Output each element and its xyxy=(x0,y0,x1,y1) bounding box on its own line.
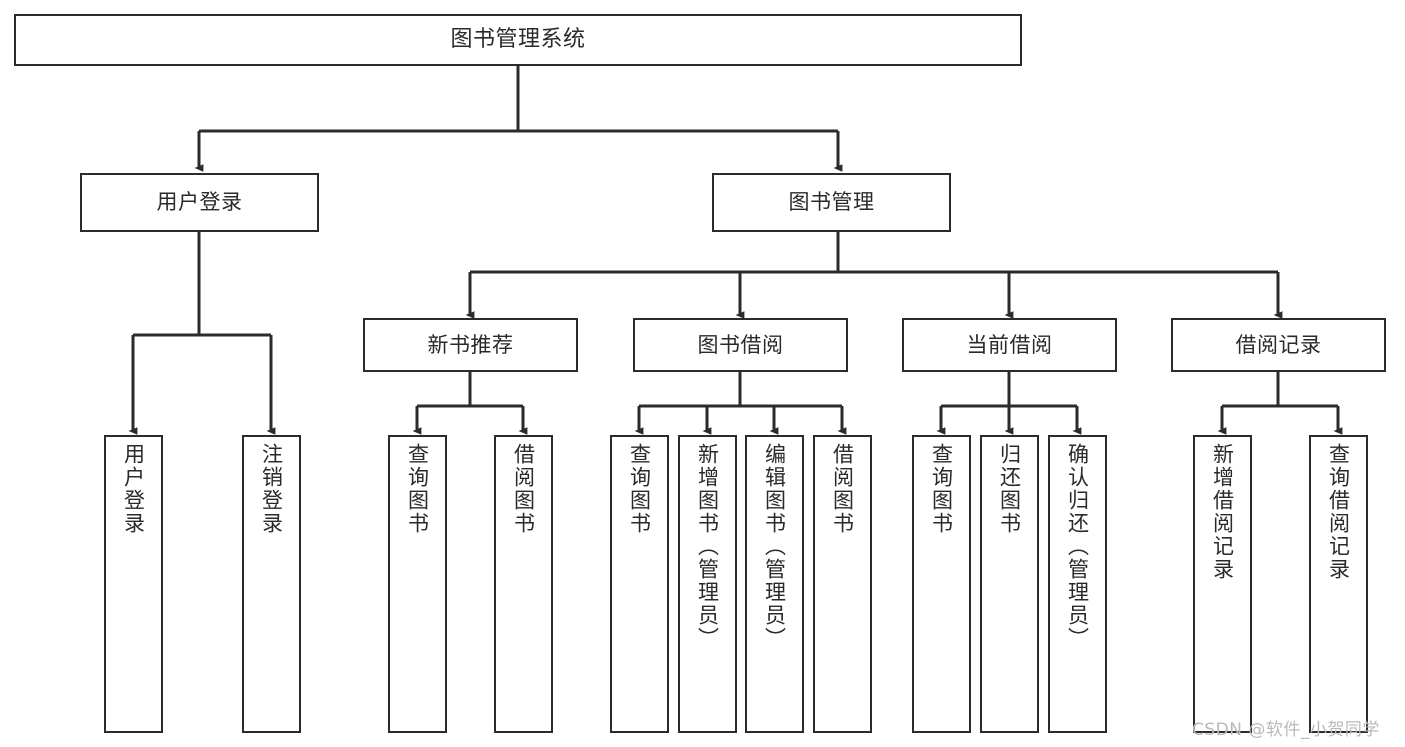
leaf-borrow-edit-book-admin[interactable]: 编辑图书（管理员） xyxy=(745,435,804,733)
leaf-borrow-add-book-admin[interactable]: 新增图书（管理员） xyxy=(678,435,737,733)
leaf-user-login-login[interactable]: 用户登录 xyxy=(104,435,163,733)
node-label: 新增图书（管理员） xyxy=(695,443,720,650)
node-label: 归还图书 xyxy=(997,443,1022,535)
node-label: 用户登录 xyxy=(156,190,243,215)
leaf-recommend-borrow-book[interactable]: 借阅图书 xyxy=(494,435,553,733)
node-label: 借阅图书 xyxy=(511,443,536,535)
node-label: 用户登录 xyxy=(121,443,146,535)
node-label: 新增借阅记录 xyxy=(1210,443,1235,581)
node-book-borrow[interactable]: 图书借阅 xyxy=(633,318,848,372)
node-label: 查询图书 xyxy=(627,443,652,535)
leaf-borrow-query-book[interactable]: 查询图书 xyxy=(610,435,669,733)
leaf-records-query-record[interactable]: 查询借阅记录 xyxy=(1309,435,1368,733)
node-user-login[interactable]: 用户登录 xyxy=(80,173,319,232)
node-label: 确认归还（管理员） xyxy=(1065,443,1090,650)
node-label: 查询借阅记录 xyxy=(1326,443,1351,581)
node-root-system[interactable]: 图书管理系统 xyxy=(14,14,1022,66)
leaf-current-return-book[interactable]: 归还图书 xyxy=(980,435,1039,733)
node-label: 查询图书 xyxy=(405,443,430,535)
node-label: 注销登录 xyxy=(259,443,284,535)
leaf-current-confirm-return-admin[interactable]: 确认归还（管理员） xyxy=(1048,435,1107,733)
node-label: 图书借阅 xyxy=(697,332,784,357)
node-label: 图书管理 xyxy=(788,190,875,215)
node-borrow-records[interactable]: 借阅记录 xyxy=(1171,318,1386,372)
node-label: 新书推荐 xyxy=(427,332,514,357)
node-label: 编辑图书（管理员） xyxy=(762,443,787,650)
leaf-user-login-logout[interactable]: 注销登录 xyxy=(242,435,301,733)
node-label: 借阅记录 xyxy=(1235,332,1322,357)
node-label: 图书管理系统 xyxy=(450,27,586,53)
leaf-records-add-record[interactable]: 新增借阅记录 xyxy=(1193,435,1252,733)
node-label: 查询图书 xyxy=(929,443,954,535)
leaf-recommend-query-book[interactable]: 查询图书 xyxy=(388,435,447,733)
leaf-borrow-borrow-book[interactable]: 借阅图书 xyxy=(813,435,872,733)
leaf-current-query-book[interactable]: 查询图书 xyxy=(912,435,971,733)
node-label: 当前借阅 xyxy=(966,332,1053,357)
node-new-book-recommend[interactable]: 新书推荐 xyxy=(363,318,578,372)
node-current-borrow[interactable]: 当前借阅 xyxy=(902,318,1117,372)
node-label: 借阅图书 xyxy=(830,443,855,535)
node-book-management[interactable]: 图书管理 xyxy=(712,173,951,232)
